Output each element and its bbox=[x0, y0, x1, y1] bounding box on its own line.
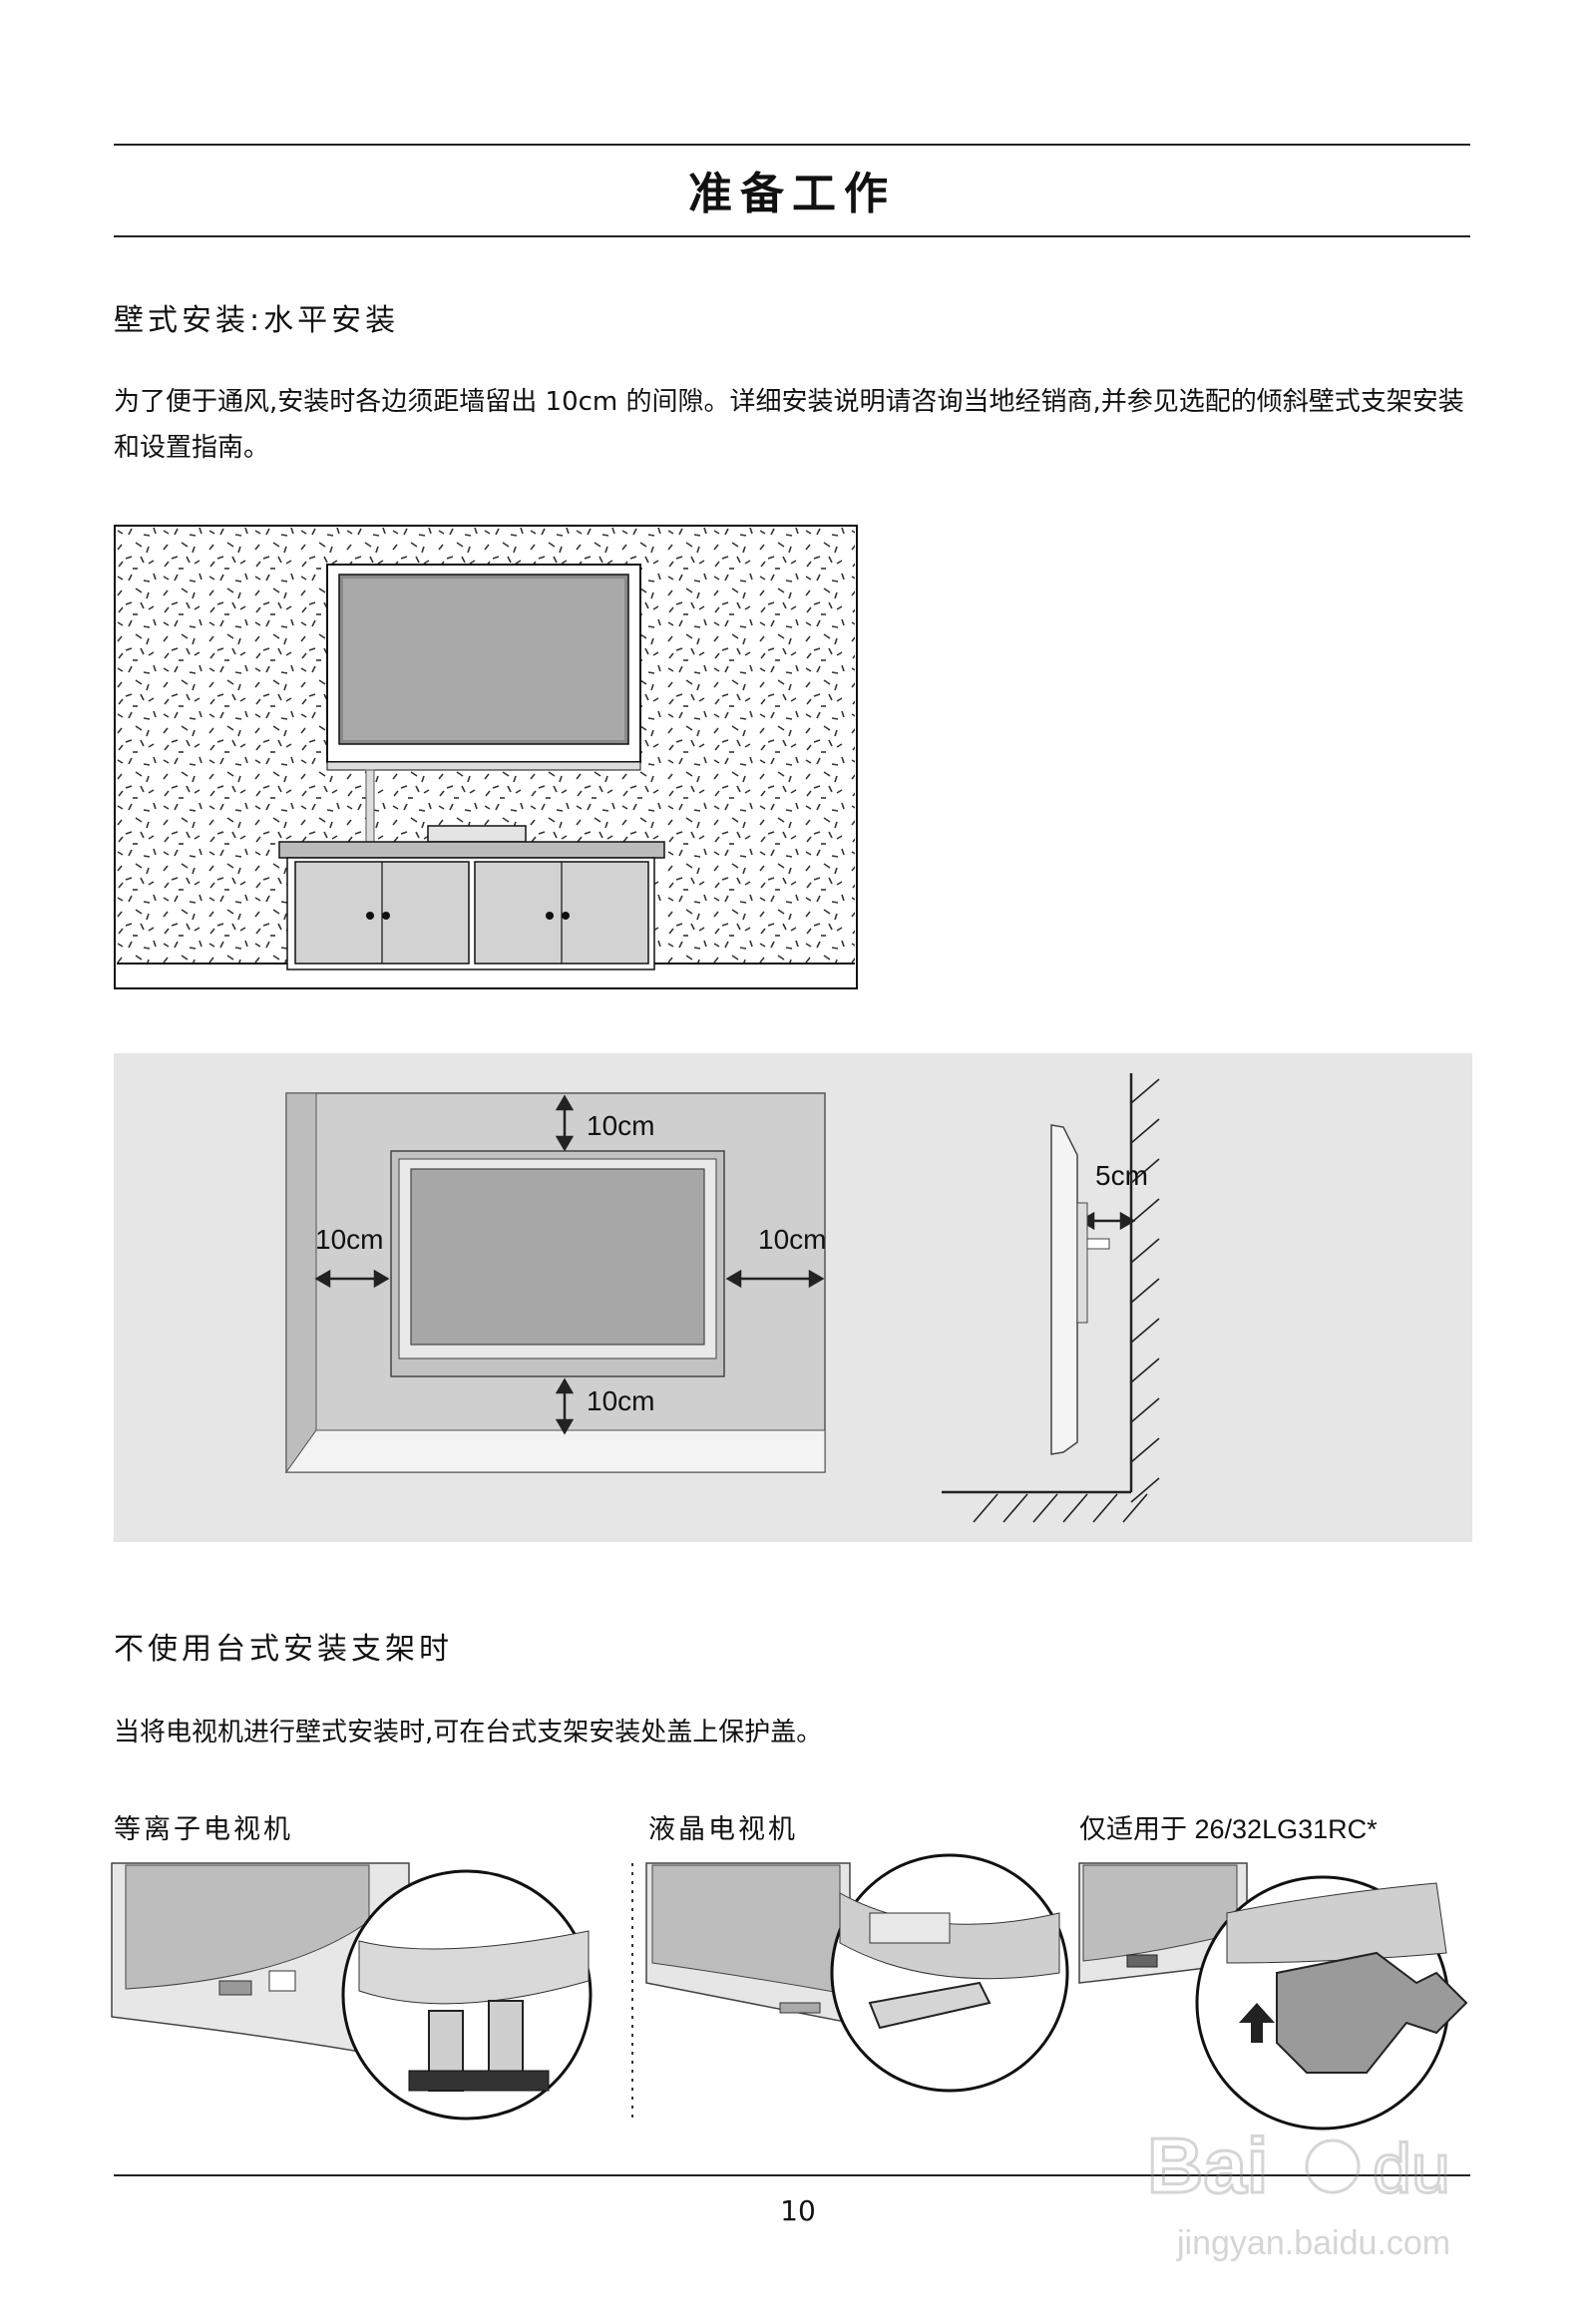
clearance-left-label: 10cm bbox=[315, 1224, 383, 1255]
clearance-top-label: 10cm bbox=[587, 1110, 654, 1141]
svg-text:du: du bbox=[1373, 2130, 1450, 2207]
baidu-watermark-logo: Bai du jingyan.baidu.com bbox=[1146, 2121, 1452, 2263]
clearance-diagram: 10cm 10cm 10cm 10cm 5cm bbox=[114, 1053, 1472, 1542]
panel-label-model-note: 仅适用于 26/32LG31RC* bbox=[1079, 1814, 1378, 1844]
wall-mount-illustration bbox=[114, 525, 858, 989]
title-bottom-rule bbox=[114, 235, 1470, 237]
model-cover-illustration bbox=[1078, 1862, 1468, 2130]
svg-text:Bai: Bai bbox=[1147, 2122, 1268, 2209]
plasma-cover-illustration bbox=[111, 1862, 593, 2121]
clearance-side-label: 5cm bbox=[1095, 1160, 1148, 1191]
lcd-cover-illustration bbox=[631, 1853, 1069, 2123]
section-heading-wall-mount: 壁式安装:水平安装 bbox=[114, 303, 400, 338]
title-top-rule bbox=[114, 144, 1470, 146]
footer-rule bbox=[114, 2174, 1470, 2176]
section-paragraph-wall-mount: 为了便于通风,安装时各边须距墙留出 10cm 的间隙。详细安装说明请咨询当地经销… bbox=[114, 387, 1464, 463]
panel-label-lcd: 液晶电视机 bbox=[648, 1814, 798, 1845]
panel-label-plasma: 等离子电视机 bbox=[114, 1814, 293, 1845]
clearance-bottom-label: 10cm bbox=[587, 1385, 654, 1416]
page-number: 10 bbox=[780, 2194, 816, 2227]
clearance-right-label: 10cm bbox=[758, 1224, 826, 1255]
section-paragraph-no-stand: 当将电视机进行壁式安装时,可在台式支架安装处盖上保护盖。 bbox=[114, 1718, 823, 1747]
page-title: 准备工作 bbox=[688, 169, 896, 219]
svg-text:jingyan.baidu.com: jingyan.baidu.com bbox=[1176, 2224, 1450, 2262]
section-heading-no-stand: 不使用台式安装支架时 bbox=[114, 1632, 453, 1667]
